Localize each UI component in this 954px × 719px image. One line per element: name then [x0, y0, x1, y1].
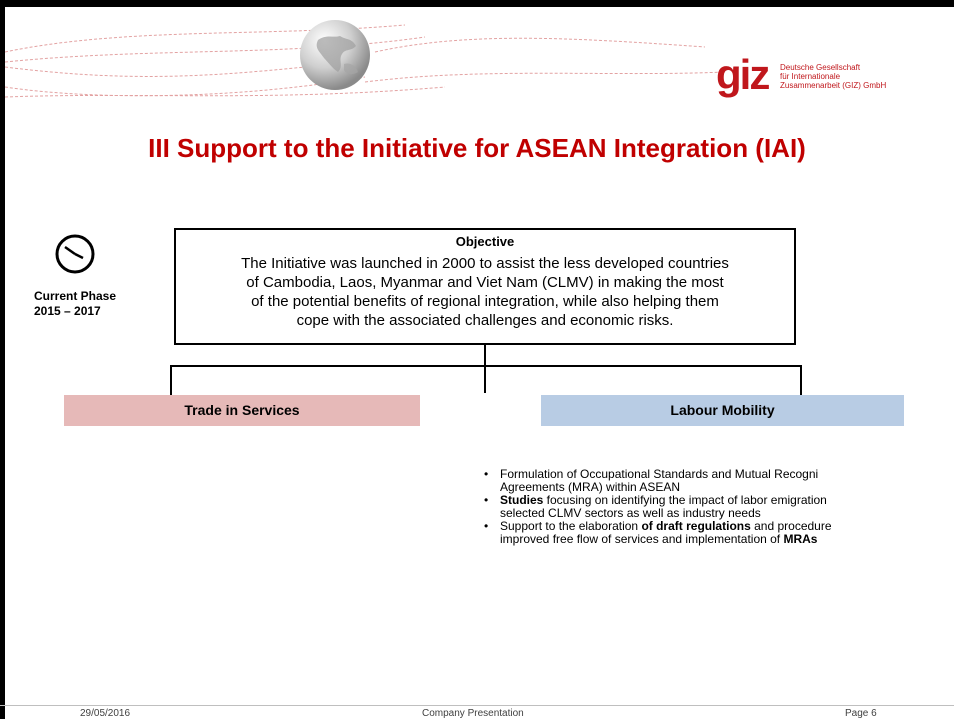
top-border [0, 0, 954, 7]
connector-right-drop [800, 365, 802, 395]
bullet-bold: Studies [500, 493, 544, 507]
objective-line: of the potential benefits of regional in… [251, 293, 719, 310]
clock-icon [55, 234, 95, 274]
connector-horizontal [170, 365, 802, 367]
bullet-bold: MRAs [783, 532, 818, 546]
footer-divider [0, 705, 954, 706]
objective-line: of Cambodia, Laos, Myanmar and Viet Nam … [246, 274, 724, 291]
phase-label: Current Phase [34, 289, 117, 303]
bullet-line: selected CLMV sectors as well as industr… [500, 506, 761, 520]
objective-line: The Initiative was launched in 2000 to a… [241, 255, 729, 272]
bullet-line: focusing on identifying the impact of la… [543, 493, 827, 507]
objective-text: The Initiative was launched in 2000 to a… [176, 254, 794, 330]
bullet-line: Support to the elaboration [500, 519, 642, 533]
labour-mobility-box: Labour Mobility [541, 395, 904, 426]
logo-line: Deutsche Gesellschaft [780, 63, 861, 72]
globe-image [300, 20, 370, 90]
bullet-bold: of draft regulations [641, 519, 751, 533]
objective-line: cope with the associated challenges and … [296, 312, 674, 329]
bullet-line: Agreements (MRA) within ASEAN [500, 480, 681, 494]
footer-company: Company Presentation [422, 708, 524, 719]
trade-in-services-box: Trade in Services [64, 395, 420, 426]
giz-logo: giz Deutsche Gesellschaft für Internatio… [716, 54, 906, 98]
phase-years: 2015 – 2017 [34, 304, 101, 318]
bullet-item: • Support to the elaboration of draft re… [484, 519, 832, 546]
left-border [0, 0, 5, 719]
bullet-line: and procedure [750, 519, 832, 533]
decorative-curves [5, 24, 726, 98]
current-phase: Current Phase 2015 – 2017 [34, 289, 116, 319]
objective-box: Objective The Initiative was launched in… [174, 228, 796, 345]
bullet-item: • Formulation of Occupational Standards … [484, 468, 819, 494]
logo-line: für Internationale [780, 72, 841, 81]
connector-left-drop [170, 365, 172, 395]
labour-mobility-bullets: • Formulation of Occupational Standards … [482, 468, 954, 546]
logo-line: Zusammenarbeit (GIZ) GmbH [780, 81, 887, 90]
bullet-line: Formulation of Occupational Standards an… [500, 468, 819, 481]
footer-page: Page 6 [845, 708, 877, 719]
giz-logo-text: Deutsche Gesellschaft für Internationale… [780, 63, 910, 90]
bullet-item: • Studies focusing on identifying the im… [484, 493, 827, 520]
bullet-line: improved free flow of services and imple… [500, 532, 784, 546]
objective-heading: Objective [455, 234, 515, 249]
footer-date: 29/05/2016 [80, 708, 131, 719]
giz-logo-mark: giz [716, 51, 770, 98]
connector-trunk [484, 345, 486, 393]
slide-title: III Support to the Initiative for ASEAN … [148, 133, 806, 163]
